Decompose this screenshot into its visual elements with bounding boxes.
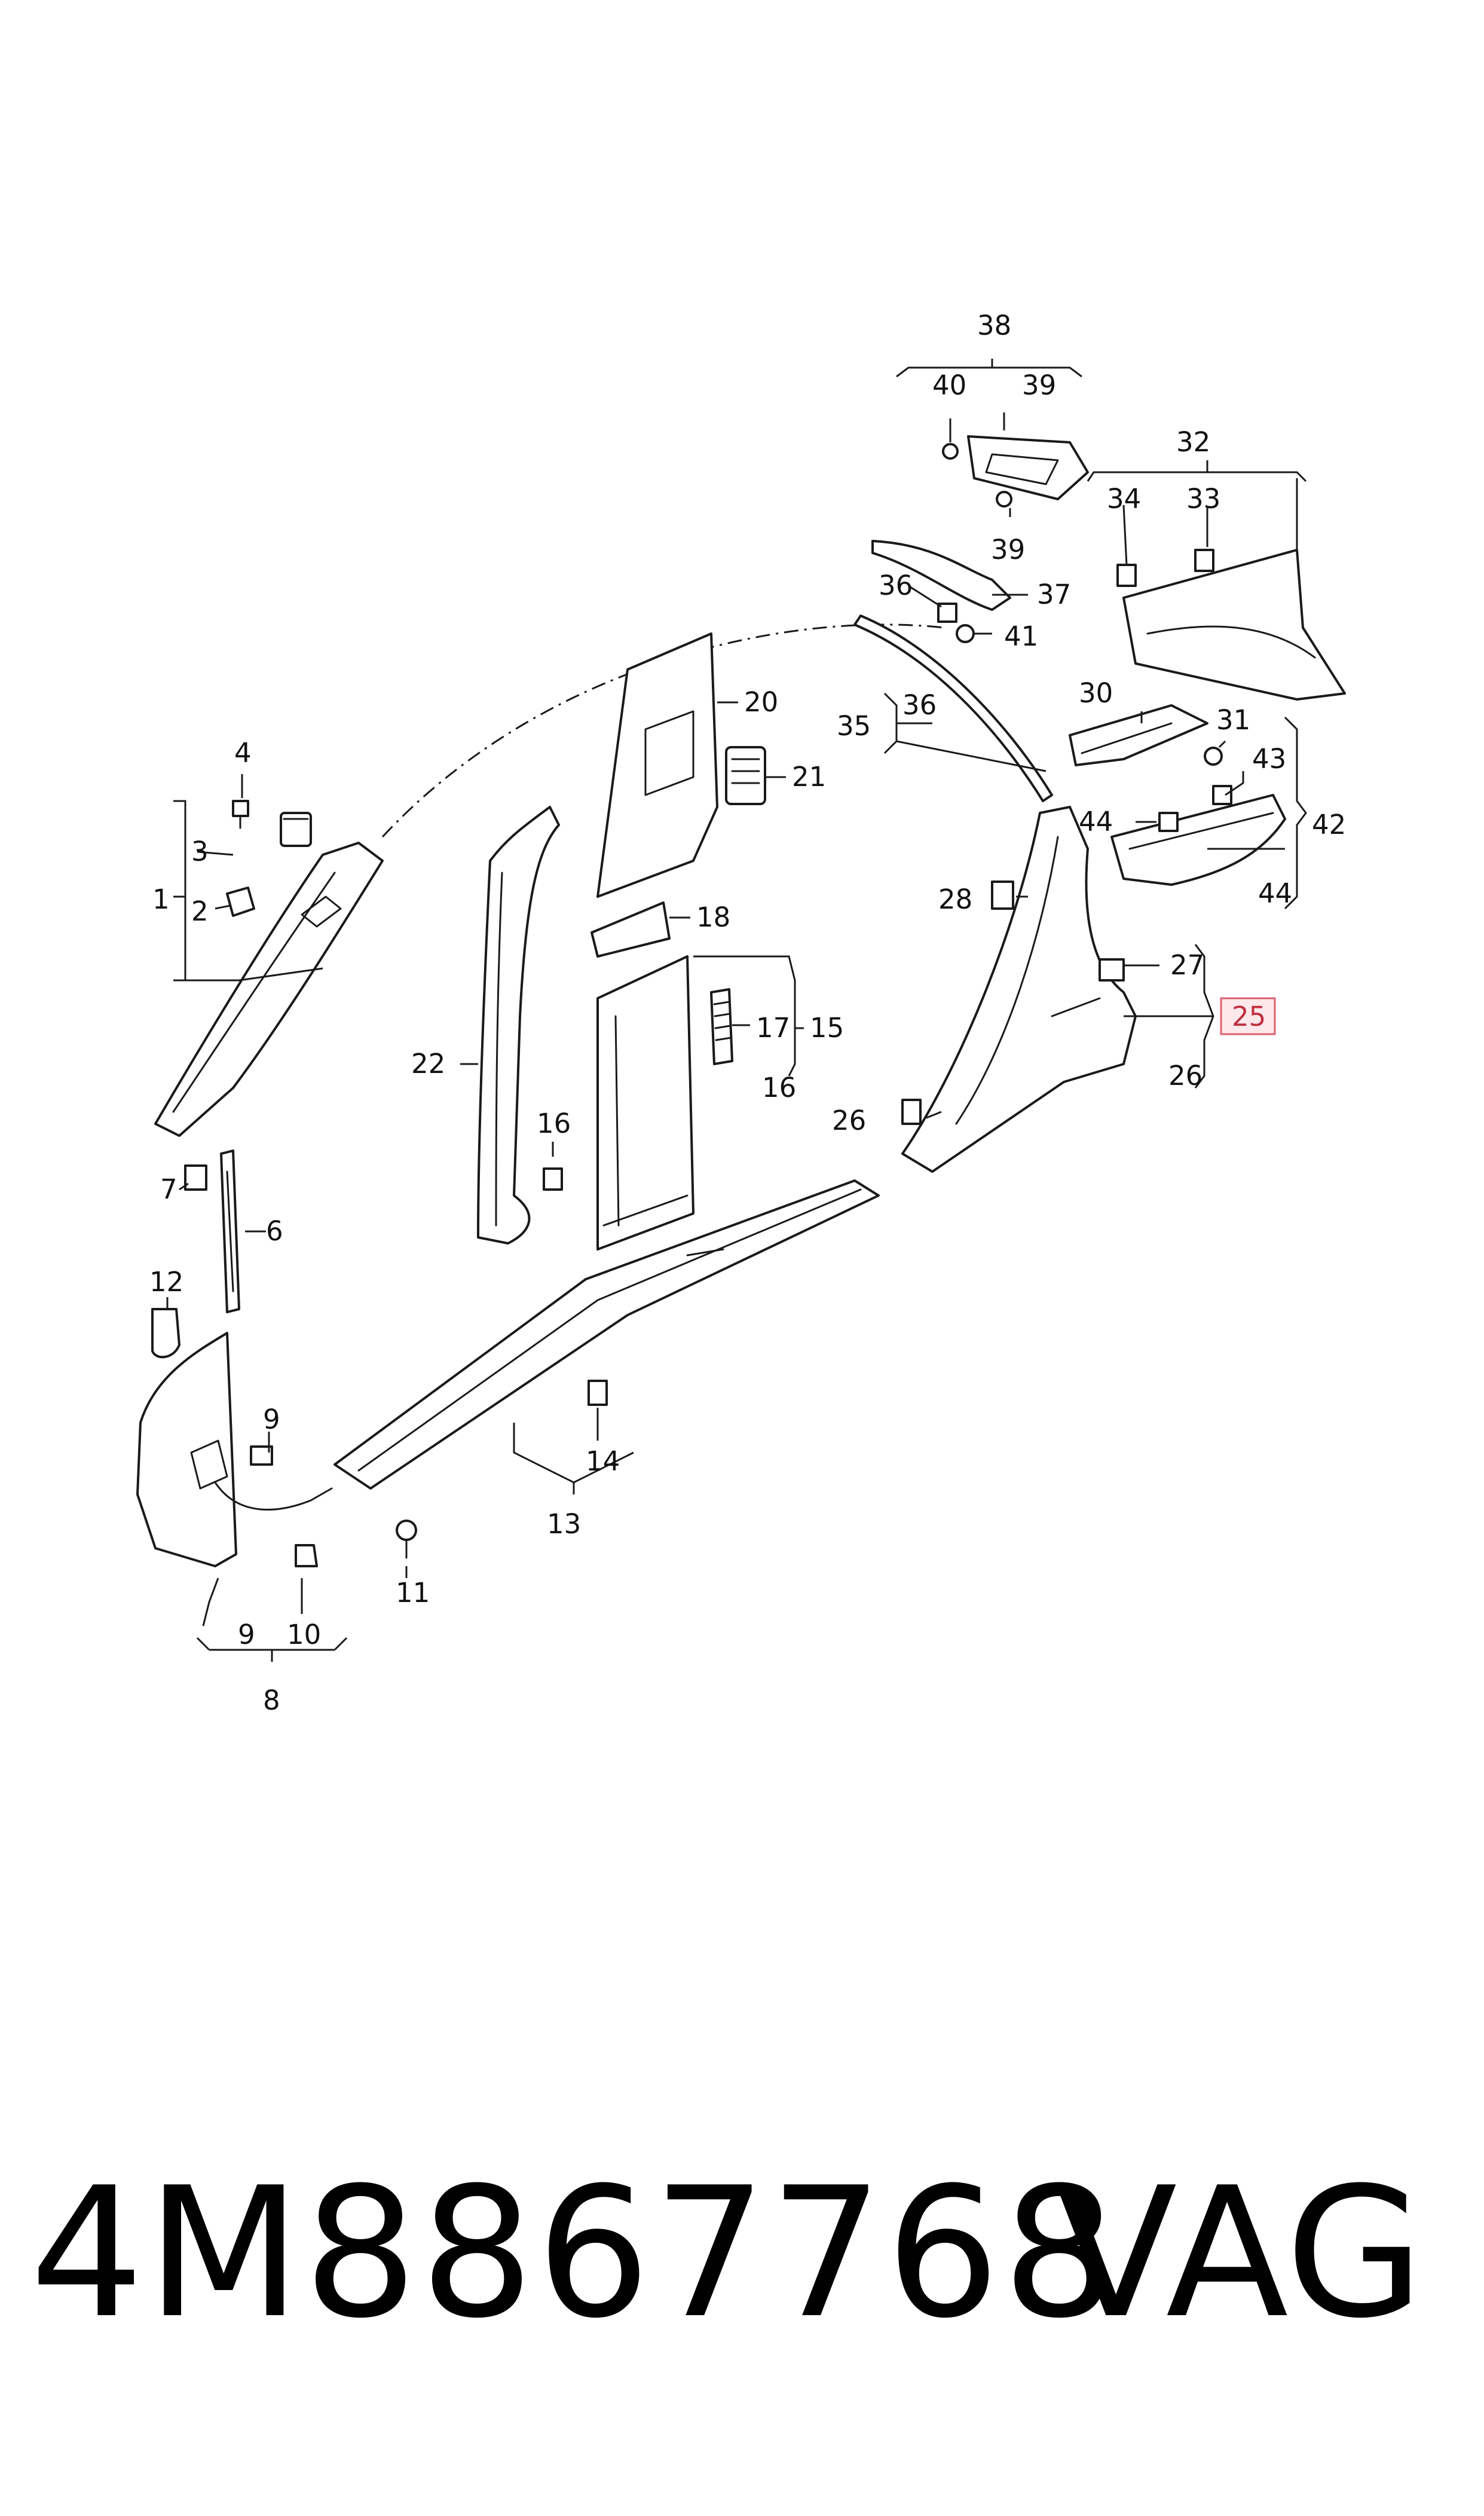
callout-13: 13 — [547, 1508, 581, 1540]
clip-3 — [280, 812, 312, 847]
bracket-38 — [967, 435, 1089, 500]
callout-16-right: 16 — [762, 1072, 796, 1103]
callout-1: 1 — [152, 883, 170, 915]
screw-40 — [942, 443, 959, 460]
callout-42: 42 — [1312, 809, 1346, 840]
callout-40: 40 — [932, 369, 966, 401]
callout-14: 14 — [586, 1445, 620, 1477]
screw-4 — [232, 800, 249, 829]
clip-2 — [226, 886, 255, 917]
roof-seal-35 — [853, 615, 1053, 802]
callout-36-lower: 36 — [879, 570, 913, 601]
clip-16 — [543, 1167, 563, 1191]
callout-6: 6 — [266, 1215, 283, 1247]
vent-21 — [725, 746, 766, 805]
callout-41: 41 — [1004, 620, 1038, 652]
callout-33: 33 — [1186, 483, 1220, 515]
kick-panel-8 — [136, 1332, 333, 1567]
clip-34 — [1116, 564, 1137, 587]
b-pillar-lower-15 — [596, 955, 694, 1251]
callout-34: 34 — [1107, 483, 1141, 515]
bracket-37 — [871, 540, 1011, 611]
callout-3: 3 — [191, 836, 209, 867]
callout-11: 11 — [396, 1577, 430, 1609]
part-number-caption: 4M8867768 — [30, 2149, 1119, 2358]
roof-line-dashed — [381, 623, 945, 838]
callout-36-upper: 36 — [902, 689, 937, 721]
callout-22: 22 — [411, 1048, 445, 1080]
callout-21: 21 — [792, 761, 826, 793]
callout-18: 18 — [696, 901, 730, 933]
vent-housing-30 — [1069, 704, 1208, 766]
clip-10 — [295, 1544, 318, 1567]
callout-35: 35 — [837, 710, 871, 742]
callout-39-lower: 39 — [991, 534, 1025, 565]
sill-panel-13 — [333, 1179, 880, 1490]
seal-22 — [477, 806, 560, 1245]
bracket-18 — [590, 901, 671, 958]
screw-31 — [1204, 747, 1223, 766]
trim-44 — [1110, 794, 1286, 886]
callout-labels: 1 2 3 4 6 7 8 9 9 10 11 12 13 14 15 16 1… — [149, 310, 1346, 1716]
callout-12: 12 — [149, 1266, 183, 1298]
callout-44-left: 44 — [1079, 806, 1113, 837]
callout-43: 43 — [1252, 743, 1286, 775]
clip-43 — [1212, 785, 1232, 805]
exploded-view-drawing: 1 2 3 4 6 7 8 9 9 10 11 12 13 14 15 16 1… — [136, 310, 1346, 1716]
screw-41 — [956, 624, 975, 643]
clip-26 — [901, 1099, 922, 1125]
callout-25-highlighted: 25 — [1220, 997, 1276, 1035]
callout-32: 32 — [1176, 426, 1210, 458]
screw-39 — [996, 491, 1012, 508]
callout-4: 4 — [234, 737, 252, 769]
clip-12 — [151, 1308, 180, 1359]
clip-36 — [937, 603, 957, 623]
callout-25: 25 — [1232, 1001, 1266, 1032]
callout-38: 38 — [977, 310, 1011, 341]
callout-15: 15 — [810, 1012, 844, 1044]
b-pillar-upper-20 — [596, 632, 718, 898]
clip-9 — [250, 1445, 273, 1466]
callout-17: 17 — [756, 1012, 790, 1044]
clip-44 — [1158, 812, 1179, 832]
clip-14 — [588, 1380, 608, 1406]
callout-39-upper: 39 — [1022, 369, 1056, 401]
clip-7 — [184, 1164, 207, 1191]
a-pillar-trim — [154, 842, 384, 1137]
callout-9-lower: 9 — [238, 1619, 255, 1650]
callout-26-left: 26 — [832, 1105, 866, 1136]
callout-2: 2 — [191, 895, 209, 927]
callout-31: 31 — [1216, 704, 1250, 736]
seal-strip-6 — [220, 1150, 240, 1313]
clip-27 — [1099, 958, 1125, 982]
callout-27: 27 — [1170, 949, 1204, 981]
callout-26-right: 26 — [1168, 1060, 1203, 1092]
c-pillar-lower-25 — [901, 806, 1137, 1173]
leader-lines — [166, 359, 1307, 1662]
callout-7: 7 — [160, 1173, 178, 1205]
callout-16-left: 16 — [537, 1108, 571, 1139]
c-pillar-upper-32 — [1122, 549, 1346, 701]
clip-33 — [1194, 549, 1214, 572]
callout-37: 37 — [1037, 579, 1071, 610]
clip-28 — [991, 881, 1014, 910]
callout-28: 28 — [938, 883, 972, 915]
callout-9-upper: 9 — [263, 1404, 280, 1435]
vent-17 — [710, 988, 733, 1065]
brand-caption: VAG — [1054, 2149, 1424, 2358]
callout-30: 30 — [1079, 677, 1113, 709]
callout-8: 8 — [263, 1685, 280, 1716]
screw-11 — [396, 1520, 417, 1559]
callout-10: 10 — [287, 1619, 321, 1650]
callout-44-right: 44 — [1258, 878, 1292, 909]
callout-20: 20 — [744, 686, 778, 718]
